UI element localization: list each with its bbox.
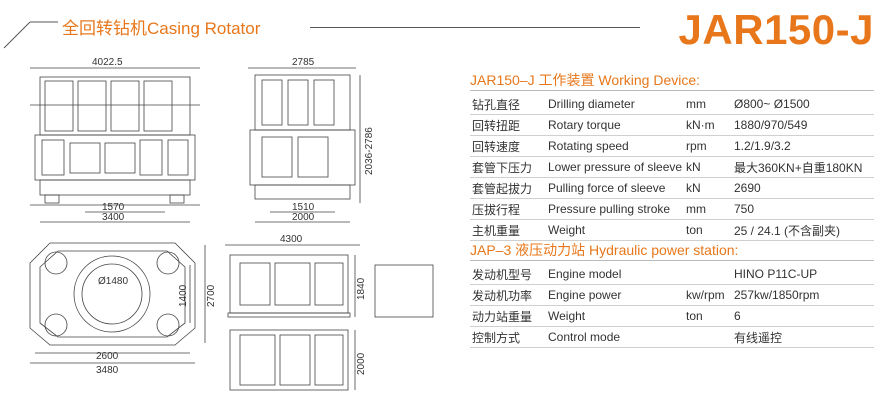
spec-value: HINO P11C-UP (734, 264, 874, 285)
top-view-drawing (29, 242, 206, 364)
spec-label-cn: 压拔行程 (470, 198, 548, 220)
technical-drawings: 4022.5 1570 3400 2785 2036-2786 1510 200… (29, 57, 434, 391)
dim-front-width-mid: 1570 (102, 202, 125, 213)
spec-value: 6 (734, 305, 874, 327)
front-view-drawing (30, 67, 200, 223)
spec-value: 1880/970/549 (734, 114, 874, 136)
power-station-heading: JAP–3 液压动力站 Hydraulic power station: (470, 240, 874, 261)
dim-station-height: 1840 (356, 277, 367, 300)
spec-unit (686, 264, 734, 285)
spec-label-cn: 发动机型号 (470, 264, 548, 285)
spec-unit: mm (686, 94, 734, 115)
dim-station-top-width: 2000 (356, 352, 367, 375)
spec-label-en: Weight (548, 219, 686, 241)
spec-unit: ton (686, 219, 734, 241)
spec-label-en: Rotary torque (548, 114, 686, 136)
dim-top-height-inner: 1400 (178, 284, 189, 307)
spec-label-en: Drilling diameter (548, 94, 686, 115)
dim-top-height-outer: 2700 (206, 284, 217, 307)
spec-label-en: Lower pressure of sleeve (548, 156, 686, 178)
spec-unit: ton (686, 305, 734, 327)
dim-side-width-top: 2785 (292, 57, 315, 68)
dim-side-width-mid: 1510 (292, 202, 315, 213)
power-station-top-drawing (229, 329, 356, 391)
spec-label-cn: 回转扭距 (470, 114, 548, 136)
spec-unit (686, 326, 734, 348)
spec-value: 257kw/1850rpm (734, 284, 874, 306)
spec-value: 最大360KN+自重180KN (734, 156, 874, 178)
spec-unit: kN·m (686, 114, 734, 136)
model-heading: JAR150-J (678, 6, 874, 53)
spec-label-cn: 发动机功率 (470, 284, 548, 306)
dim-top-width-inner: 2600 (96, 351, 119, 362)
spec-label-cn: 套管下压力 (470, 156, 548, 178)
power-station-side-drawing (225, 244, 434, 318)
page-title: 全回转钻机Casing Rotator (62, 19, 261, 38)
spec-label-cn: 套管起拔力 (470, 177, 548, 199)
side-view-drawing (248, 67, 361, 223)
dim-top-diameter: Ø1480 (98, 276, 128, 287)
spec-value: Ø800~ Ø1500 (734, 94, 874, 115)
spec-value: 2690 (734, 177, 874, 199)
spec-label-cn: 控制方式 (470, 326, 548, 348)
dim-front-width-top: 4022.5 (92, 57, 123, 68)
spec-label-en: Weight (548, 305, 686, 327)
spec-unit: mm (686, 198, 734, 220)
spec-label-en: Pulling force of sleeve (548, 177, 686, 199)
spec-label-en: Control mode (548, 326, 686, 348)
spec-label-en: Engine model (548, 264, 686, 285)
spec-label-cn: 动力站重量 (470, 305, 548, 327)
spec-value: 750 (734, 198, 874, 220)
dim-front-width-bottom: 3400 (102, 212, 125, 223)
working-device-heading: JAR150–J 工作装置 Working Device: (470, 70, 874, 91)
spec-value: 有线遥控 (734, 326, 874, 348)
spec-value: 1.2/1.9/3.2 (734, 135, 874, 157)
spec-label-en: Engine power (548, 284, 686, 306)
spec-label-cn: 回转速度 (470, 135, 548, 157)
dim-top-width-outer: 3480 (96, 365, 119, 376)
dim-station-length: 4300 (280, 234, 303, 245)
spec-unit: kw/rpm (686, 284, 734, 306)
spec-unit: kN (686, 156, 734, 178)
dim-side-height: 2036-2786 (364, 127, 375, 175)
spec-label-cn: 主机重量 (470, 219, 548, 241)
spec-label-en: Pressure pulling stroke (548, 198, 686, 220)
spec-value: 25 / 24.1 (不含副夹) (734, 219, 874, 241)
dim-side-width-bottom: 2000 (292, 212, 315, 223)
spec-label-en: Rotating speed (548, 135, 686, 157)
spec-unit: kN (686, 177, 734, 199)
header-slash-decoration (3, 21, 58, 49)
spec-label-cn: 钻孔直径 (470, 94, 548, 115)
header-divider (310, 27, 640, 28)
spec-unit: rpm (686, 135, 734, 157)
